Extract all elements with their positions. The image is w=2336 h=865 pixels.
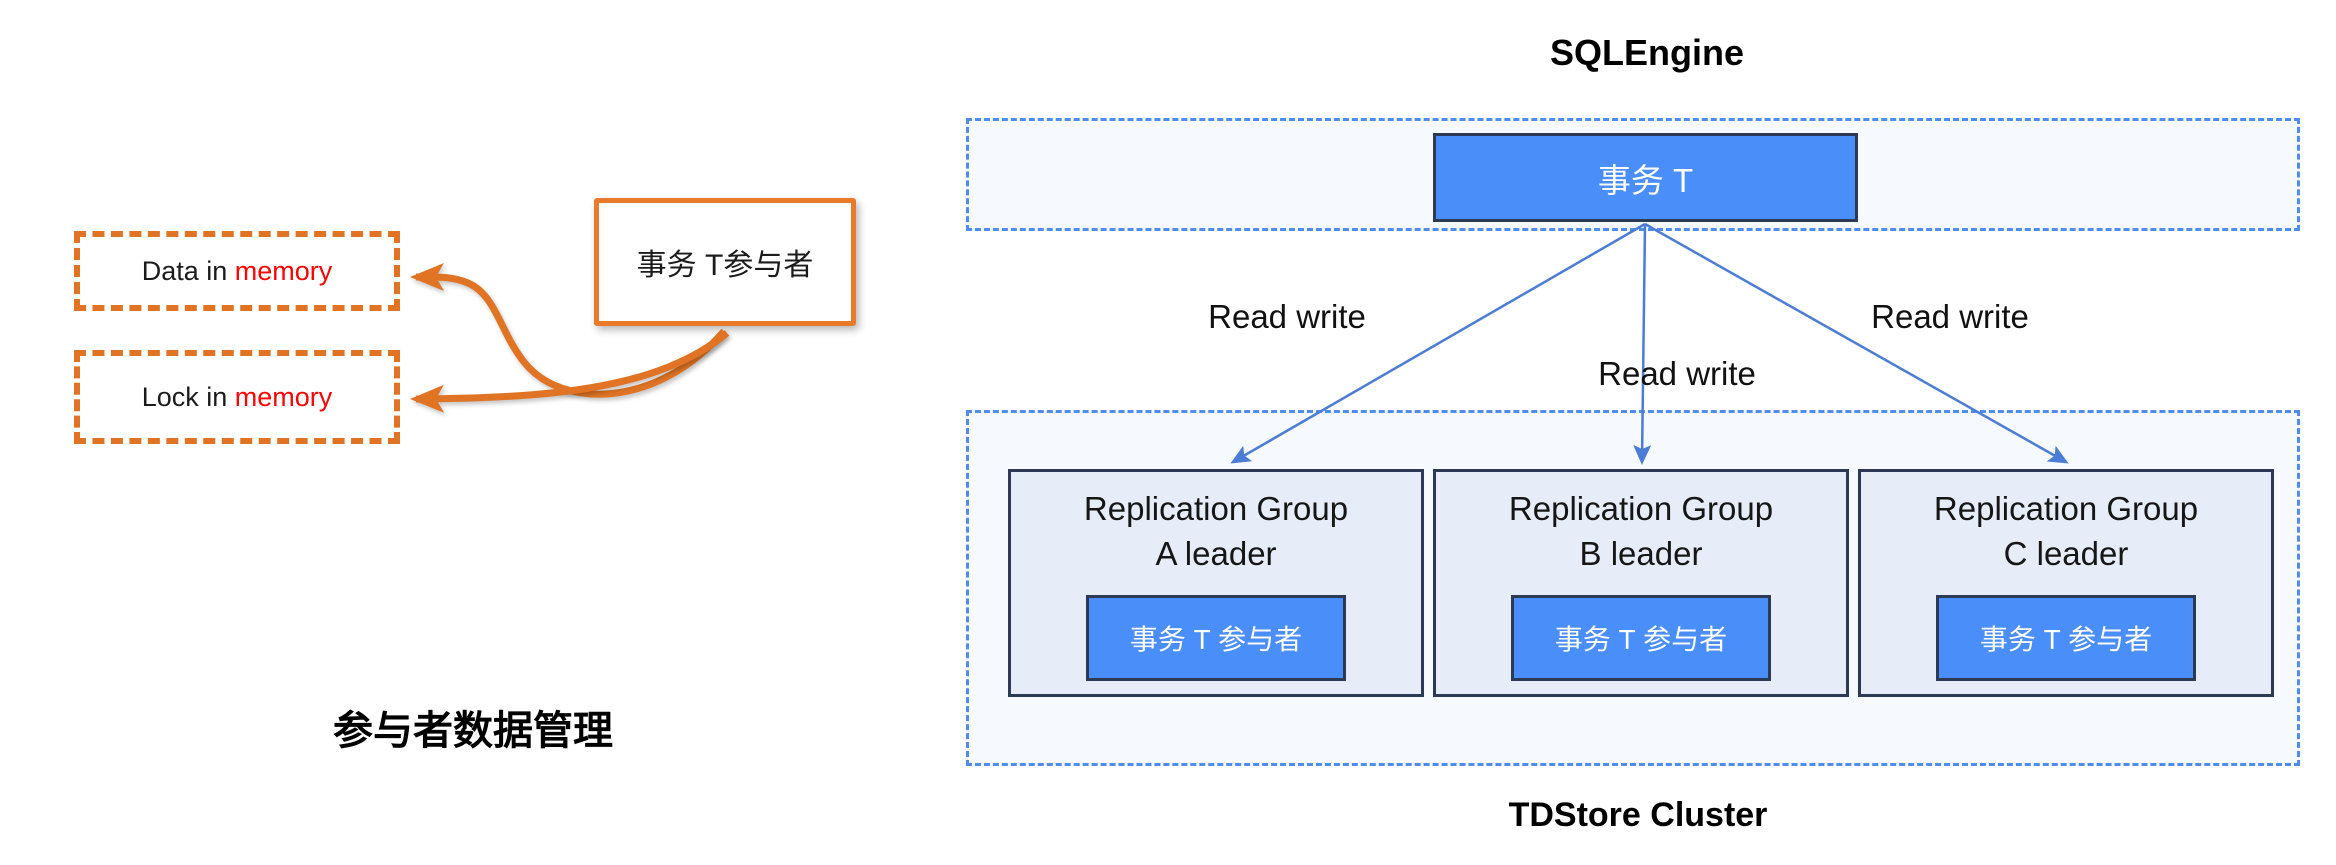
arrow-to-lock-in-memory	[410, 330, 730, 413]
tdstore-cluster-caption: TDStore Cluster	[1508, 796, 1768, 834]
group-a-participant-label: 事务 T 参与者	[1129, 624, 1303, 655]
transaction-participant-label: 事务 T参与者	[636, 249, 814, 282]
group-title-line2: B leader	[1579, 535, 1703, 572]
data-in-memory-box: Data in memory	[74, 231, 400, 311]
group-title-line1: Replication Group	[1083, 490, 1349, 527]
read-write-label-right: Read write	[1871, 298, 2029, 335]
group-title-line2: A leader	[1155, 535, 1277, 572]
lock-in-memory-box: Lock in memory	[74, 350, 400, 444]
replication-group-b-box: Replication Group B leader 事务 T 参与者	[1433, 469, 1849, 697]
group-a-participant-box: 事务 T 参与者	[1086, 595, 1346, 681]
transaction-participant-box: 事务 T参与者	[594, 198, 856, 326]
read-write-label-middle: Read write	[1598, 355, 1756, 392]
memory-highlight: memory	[234, 381, 333, 412]
replication-group-a-title: Replication Group A leader	[1011, 486, 1421, 576]
sql-engine-title: SQLEngine	[1549, 32, 1745, 73]
left-section-caption: 参与者数据管理	[333, 709, 613, 753]
transaction-t-label: 事务 T	[1597, 161, 1694, 199]
read-write-label-left: Read write	[1208, 298, 1366, 335]
lock-in-memory-label: Lock in memory	[141, 381, 333, 412]
replication-group-b-title: Replication Group B leader	[1436, 486, 1846, 576]
group-title-line1: Replication Group	[1508, 490, 1774, 527]
memory-highlight: memory	[234, 255, 333, 286]
data-in-memory-label: Data in memory	[141, 255, 333, 286]
group-c-participant-box: 事务 T 参与者	[1936, 595, 2196, 681]
group-b-participant-label: 事务 T 参与者	[1554, 624, 1728, 655]
group-title-line2: C leader	[2003, 535, 2129, 572]
transaction-t-box: 事务 T	[1433, 133, 1858, 222]
replication-group-c-box: Replication Group C leader 事务 T 参与者	[1858, 469, 2274, 697]
group-title-line1: Replication Group	[1933, 490, 2199, 527]
replication-group-c-title: Replication Group C leader	[1861, 486, 2271, 576]
group-b-participant-box: 事务 T 参与者	[1511, 595, 1771, 681]
group-c-participant-label: 事务 T 参与者	[1979, 624, 2153, 655]
replication-group-a-box: Replication Group A leader 事务 T 参与者	[1008, 469, 1424, 697]
